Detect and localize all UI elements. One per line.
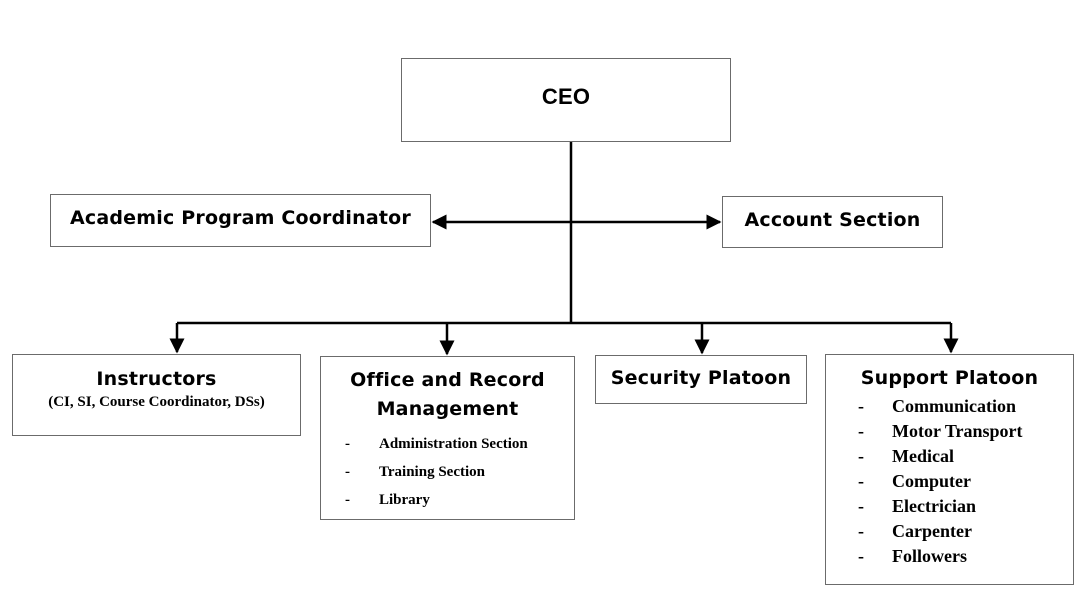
bullet-dash: - xyxy=(858,396,864,416)
list-item: - Library xyxy=(321,486,574,514)
list-item: - Electrician xyxy=(826,494,1073,519)
account-section-box: Account Section xyxy=(722,196,943,248)
list-item-label: Medical xyxy=(892,446,954,466)
bullet-dash: - xyxy=(858,521,864,541)
instructors-box: Instructors (CI, SI, Course Coordinator,… xyxy=(12,354,301,436)
academic-program-coordinator-label: Academic Program Coordinator xyxy=(69,207,411,229)
list-item-label: Training Section xyxy=(379,464,485,480)
list-item: - Training Section xyxy=(321,458,574,486)
instructors-subtitle: (CI, SI, Course Coordinator, DSs) xyxy=(48,394,265,410)
security-platoon-box: Security Platoon xyxy=(595,355,807,404)
list-item-label: Administration Section xyxy=(379,436,528,452)
support-platoon-box: Support Platoon - Communication - Motor Tr… xyxy=(825,354,1074,585)
instructors-label: Instructors xyxy=(96,368,217,390)
list-item: - Medical xyxy=(826,444,1073,469)
bullet-dash: - xyxy=(858,471,864,491)
academic-program-coordinator-box: Academic Program Coordinator xyxy=(50,194,431,247)
bullet-dash: - xyxy=(345,436,350,452)
ceo-label: CEO xyxy=(541,84,591,109)
bullet-dash: - xyxy=(858,421,864,441)
security-platoon-label: Security Platoon xyxy=(610,367,792,389)
office-items-list: - Administration Section - Training Sectio… xyxy=(321,430,574,514)
bullet-dash: - xyxy=(858,446,864,466)
bullet-dash: - xyxy=(345,464,350,480)
list-item: - Computer xyxy=(826,469,1073,494)
list-item: - Motor Transport xyxy=(826,419,1073,444)
list-item-label: Followers xyxy=(892,546,967,566)
list-item: - Carpenter xyxy=(826,519,1073,544)
list-item-label: Communication xyxy=(892,396,1017,416)
account-section-label: Account Section xyxy=(744,209,921,231)
list-item-label: Electrician xyxy=(892,496,976,516)
office-record-management-label: Office and Record Management xyxy=(350,369,545,420)
bullet-dash: - xyxy=(345,492,350,508)
office-record-management-box: Office and Record Management - Administra… xyxy=(320,356,575,520)
ceo-box: CEO xyxy=(401,58,731,142)
support-items-list: - Communication - Motor Transport - Medical… xyxy=(826,394,1073,569)
bullet-dash: - xyxy=(858,546,864,566)
list-item-label: Motor Transport xyxy=(892,421,1023,441)
bullet-dash: - xyxy=(858,496,864,516)
list-item: - Communication xyxy=(826,394,1073,419)
list-item: - Followers xyxy=(826,544,1073,569)
list-item-label: Carpenter xyxy=(892,521,972,541)
list-item: - Administration Section xyxy=(321,430,574,458)
support-platoon-label: Support Platoon xyxy=(860,367,1039,389)
list-item-label: Library xyxy=(379,492,430,508)
list-item-label: Computer xyxy=(892,471,971,491)
